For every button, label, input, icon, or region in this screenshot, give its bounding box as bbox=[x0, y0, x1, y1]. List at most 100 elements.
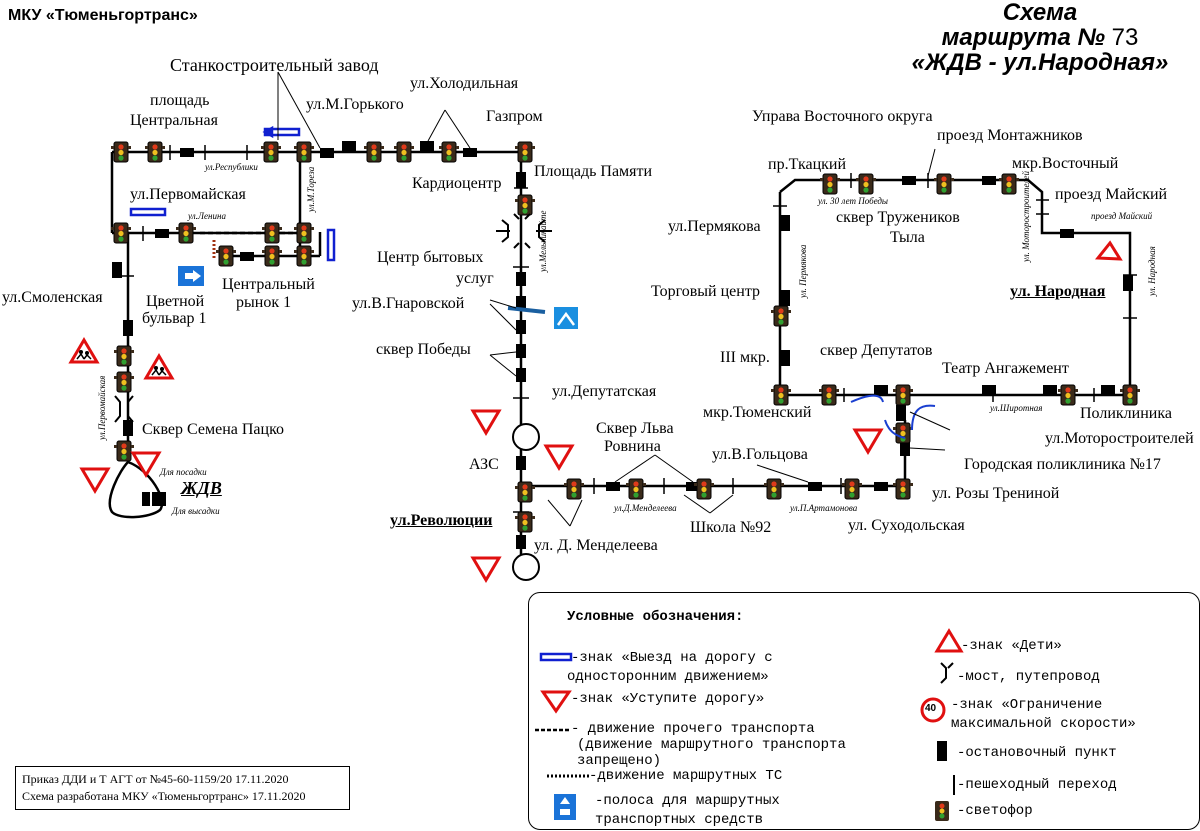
legend-oneway-2: односторонним движением» bbox=[567, 669, 769, 685]
street-shirotnaya: ул.Широтная bbox=[990, 403, 1043, 413]
label-vysadka: Для высадки bbox=[172, 506, 220, 516]
legend-speed-2: максимальной скорости» bbox=[951, 716, 1136, 732]
label-truzhenikov-2: Тыла bbox=[890, 229, 925, 246]
label-suhodolskaya: ул. Суходольская bbox=[848, 517, 965, 534]
street-melnikayte: ул.Мельникайте bbox=[538, 210, 548, 272]
roundabout-south bbox=[512, 553, 540, 581]
label-pamyati: Площадь Памяти bbox=[534, 163, 653, 180]
label-revolyucii: ул.Революции bbox=[390, 512, 493, 529]
legend-other-3: запрещено) bbox=[577, 753, 662, 769]
street-permyakova-v: ул. Пермякова bbox=[798, 244, 808, 298]
legend-other-2: (движение маршрутного транспорта bbox=[577, 737, 846, 753]
legend-symbols bbox=[535, 628, 964, 821]
legend-stop: -остановочный пункт bbox=[957, 745, 1117, 761]
title-line-3: «ЖДВ - ул.Народная» bbox=[911, 49, 1169, 76]
label-cbu-2: услуг bbox=[456, 270, 494, 287]
label-cbu-1: Центр бытовых bbox=[377, 249, 484, 266]
label-gorkogo: ул.М.Горького bbox=[306, 96, 404, 113]
label-holodilnaya: ул.Холодильная bbox=[410, 75, 519, 92]
label-deputatskaya: ул.Депутатская bbox=[552, 383, 657, 400]
label-iii: III мкр. bbox=[720, 349, 770, 366]
org-name: МКУ «Тюменьгортранс» bbox=[8, 7, 198, 24]
legend-yield: -знак «Уступите дорогу» bbox=[571, 691, 765, 707]
label-vostochny: мкр.Восточный bbox=[1012, 155, 1119, 172]
label-mendeleeva: ул. Д. Менделеева bbox=[534, 537, 658, 554]
label-torgoviy: Торговый центр bbox=[651, 283, 761, 300]
label-deputatov: сквер Депутатов bbox=[820, 342, 933, 359]
legend-speed-1: -знак «Ограничение bbox=[951, 697, 1103, 713]
stop-markers bbox=[112, 141, 1133, 549]
label-packo: Сквер Семена Пацко bbox=[142, 421, 285, 438]
label-zhdv: ЖДВ bbox=[181, 478, 222, 498]
zhdv-loop bbox=[108, 460, 163, 519]
leader-lines bbox=[277, 71, 951, 527]
label-school: Школа №92 bbox=[690, 519, 772, 536]
note-line-1: Приказ ДДИ и Т АГТ от №45-60-1159/20 17.… bbox=[22, 772, 289, 786]
label-rovnina-1: Сквер Льва bbox=[596, 420, 674, 437]
order-note: Приказ ДДИ и Т АГТ от №45-60-1159/20 17.… bbox=[15, 766, 350, 810]
label-gnarovskoy: ул.В.Гнаровской bbox=[352, 295, 465, 312]
road-signs bbox=[69, 240, 1123, 582]
street-30let: ул. 30 лет Победы bbox=[818, 196, 889, 206]
legend-speed-value: 40 bbox=[925, 703, 937, 714]
roundabout-north bbox=[512, 423, 540, 451]
legend: Условные обозначения: -знак «Выезд на до… bbox=[528, 592, 1200, 830]
legend-bridge: -мост, путепровод bbox=[957, 669, 1100, 685]
label-poliklinika: Поликлиника bbox=[1080, 405, 1172, 422]
label-pobedy: сквер Победы bbox=[376, 341, 471, 358]
page-title: Схема маршрута № 73 «ЖДВ - ул.Народная» bbox=[880, 0, 1200, 75]
label-stanko: Станкостроительный завод bbox=[170, 55, 379, 75]
title-prefix: маршрута № bbox=[941, 24, 1105, 51]
label-angazhement: Театр Ангажемент bbox=[942, 360, 1069, 377]
label-uprava: Управа Восточного округа bbox=[752, 108, 933, 125]
title-line-2: маршрута № 73 bbox=[880, 25, 1200, 50]
label-pervomayskaya: ул.Первомайская bbox=[130, 186, 246, 203]
label-permyakova: ул.Пермякова bbox=[668, 218, 761, 235]
label-rovnina-2: Ровнина bbox=[604, 438, 661, 455]
label-trenina: ул. Розы Трениной bbox=[932, 485, 1060, 502]
label-cvetnoy-1: Цветной bbox=[146, 293, 205, 310]
label-tyumenskiy: мкр.Тюменский bbox=[703, 404, 812, 421]
legend-title: Условные обозначения: bbox=[567, 609, 744, 625]
title-line-1: Схема bbox=[1002, 0, 1078, 26]
label-rynok-2: рынок 1 bbox=[236, 294, 292, 311]
direction-arrows bbox=[850, 394, 936, 439]
legend-light: -светофор bbox=[957, 803, 1033, 819]
legend-oneway-1: -знак «Выезд на дорогу с bbox=[571, 650, 773, 666]
label-centralnaya: Центральная bbox=[130, 112, 218, 129]
street-narodnaya-v: ул. Народная bbox=[1147, 246, 1157, 296]
street-tereshkova: ул.М.Тореза bbox=[306, 166, 316, 212]
label-mayskiy: проезд Майский bbox=[1055, 186, 1168, 203]
label-truzhenikov-1: сквер Тружеников bbox=[836, 209, 960, 226]
label-rynok-1: Центральный bbox=[222, 276, 315, 293]
label-narodnaya: ул. Народная bbox=[1010, 283, 1106, 300]
oneway-signs bbox=[129, 125, 336, 262]
label-motorostroiteley: ул.Моторостроителей bbox=[1045, 430, 1194, 447]
bus-lane-icon-inner bbox=[185, 273, 193, 279]
route-number: 73 bbox=[1111, 24, 1139, 51]
street-pervomayskaya-v: ул.Первомайская bbox=[97, 375, 107, 440]
label-cvetnoy-2: бульвар 1 bbox=[142, 310, 207, 327]
legend-crossing: -пешеходный переход bbox=[957, 777, 1117, 793]
legend-children: -знак «Дети» bbox=[961, 638, 1062, 654]
label-ploshad: площадь bbox=[150, 92, 210, 109]
label-gazprom: Газпром bbox=[486, 108, 543, 125]
street-artamonova: ул.П.Артамонова bbox=[790, 503, 858, 513]
legend-route: -движение маршрутных ТС bbox=[589, 768, 783, 784]
label-smolenskaya: ул.Смоленская bbox=[2, 289, 103, 306]
street-lenina: ул.Ленина bbox=[188, 211, 226, 221]
street-motoro-v: ул. Моторостроителей bbox=[1021, 171, 1031, 262]
label-gp17: Городская поликлиника №17 bbox=[964, 456, 1161, 473]
legend-lane-1: -полоса для маршрутных bbox=[595, 793, 780, 809]
label-azs: АЗС bbox=[469, 456, 499, 473]
street-respubliki: ул.Республики bbox=[205, 162, 258, 172]
label-kardio: Кардиоцентр bbox=[412, 175, 502, 192]
label-golcova: ул.В.Гольцова bbox=[712, 446, 808, 463]
note-line-2: Схема разработана МКУ «Тюменьгортранс» 1… bbox=[22, 789, 306, 803]
pedestrian-underpass-icon bbox=[554, 307, 578, 329]
legend-lane-2: транспортных средств bbox=[595, 812, 764, 828]
label-montazhnikov: проезд Монтажников bbox=[937, 127, 1083, 144]
label-posadka: Для посадки bbox=[160, 467, 207, 477]
street-mendeleeva: ул.Д.Менделеева bbox=[614, 503, 677, 513]
